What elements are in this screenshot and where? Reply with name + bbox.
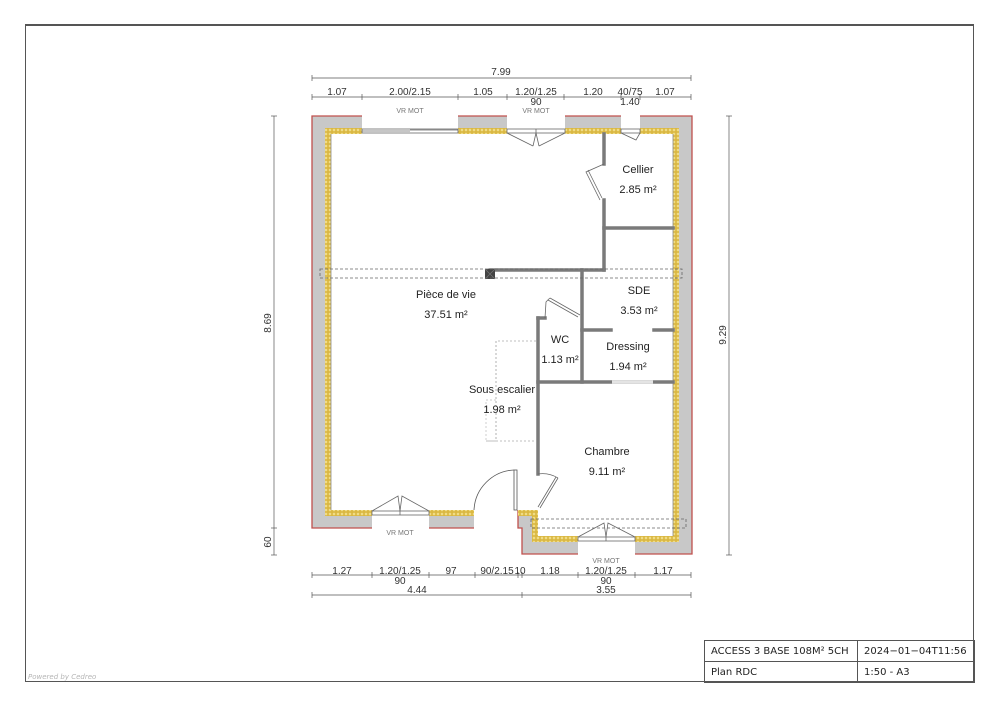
room-area-sde: 3.53 m² [620, 305, 658, 317]
dim-top-seg: 1.07 [327, 87, 347, 98]
dim-bottom-seg: 97 [445, 566, 457, 577]
room-area-dressing: 1.94 m² [609, 361, 647, 373]
dim-bottom-seg: 90/2.15 [480, 566, 514, 577]
dim-bottom-seg: 1.27 [332, 566, 352, 577]
dim-top-sub: 90 [530, 97, 542, 108]
window-labels: VR MOT VR MOT VR MOT VR MOT [386, 108, 620, 565]
dim-top-overall: 7.99 [491, 67, 511, 78]
room-name-chambre: Chambre [584, 446, 629, 458]
dim-bottom-sub: 90 [600, 576, 612, 587]
insulation [325, 128, 679, 542]
door-chambre [537, 473, 559, 509]
stair-outline-lower [485, 399, 496, 441]
dim-right-height: 9.29 [718, 325, 729, 345]
dim-bottom-total: 4.44 [407, 585, 427, 596]
dim-top-seg: 1.07 [655, 87, 675, 98]
room-area-chambre: 9.11 m² [589, 466, 626, 478]
room-name-piece-de-vie: Pièce de vie [416, 289, 476, 301]
title-block: ACCESS 3 BASE 108M² 5CH 2024−01−04T11:56… [704, 640, 975, 683]
sheet-frame [25, 24, 974, 682]
dim-top-sub: 1.40 [620, 97, 640, 108]
dim-bottom-sub: 90 [394, 576, 406, 587]
dimension-lines [271, 75, 732, 598]
vr-mot-label: VR MOT [396, 108, 424, 115]
room-name-wc: WC [551, 334, 569, 346]
dim-bottom-total: 3.55 [596, 585, 616, 596]
room-name-sde: SDE [628, 285, 651, 297]
dim-bottom-seg: 1.18 [540, 566, 560, 577]
entry-door [473, 469, 518, 511]
window-bottom-right [577, 522, 636, 542]
vr-mot-label: VR MOT [592, 558, 620, 565]
partitions [488, 132, 675, 476]
room-area-cellier: 2.85 m² [619, 184, 657, 196]
timestamp: 2024−01−04T11:56 [857, 640, 975, 662]
dim-bottom-seg: 1.20/1.25 [585, 566, 627, 577]
dim-top-seg: 1.20/1.25 [515, 87, 557, 98]
scale: 1:50 - A3 [857, 661, 975, 683]
room-name-dressing: Dressing [606, 341, 649, 353]
stair-outline [486, 340, 536, 442]
dim-top-seg: 2.00/2.15 [389, 87, 431, 98]
powered-by: Powered by Cedreo [28, 673, 97, 681]
room-name-sous-escalier: Sous escalier [469, 384, 535, 396]
vr-mot-label: VR MOT [386, 530, 414, 537]
dimension-labels: 7.99 1.07 2.00/2.15 1.05 1.20/1.25 1.20 … [263, 67, 729, 596]
column [484, 268, 496, 280]
door-wc [544, 297, 581, 319]
vr-mot-label: VR MOT [522, 108, 550, 115]
exterior-walls [312, 116, 692, 554]
sheet-name: Plan RDC [704, 661, 858, 683]
window-top-small [620, 128, 641, 141]
window-top-bay [361, 128, 459, 134]
dim-left-offset: 60 [263, 536, 274, 548]
dim-top-seg: 40/75 [617, 87, 642, 98]
inner-wall-line [330, 134, 674, 536]
room-name-cellier: Cellier [622, 164, 654, 176]
windows [361, 128, 641, 542]
exterior-outline [311, 115, 693, 555]
room-area-sous-escalier: 1.98 m² [483, 404, 521, 416]
dim-bottom-seg: 1.20/1.25 [379, 566, 421, 577]
dim-left-height: 8.69 [263, 313, 274, 333]
dim-bottom-seg: 10 [514, 566, 526, 577]
wall-bottom-3 [518, 510, 578, 554]
door-cellier [585, 163, 605, 201]
window-bottom-left [371, 495, 430, 516]
dim-top-seg: 1.20 [583, 87, 603, 98]
interior-doors [537, 163, 605, 509]
room-area-wc: 1.13 m² [541, 354, 579, 366]
project-name: ACCESS 3 BASE 108M² 5CH [704, 640, 858, 662]
window-top-double [506, 128, 566, 147]
dim-bottom-seg: 1.17 [653, 566, 673, 577]
dim-top-seg: 1.05 [473, 87, 493, 98]
room-labels: Cellier 2.85 m² Pièce de vie 37.51 m² SD… [416, 164, 658, 478]
beam-lines [319, 268, 687, 529]
room-area-piece-de-vie: 37.51 m² [424, 309, 468, 321]
